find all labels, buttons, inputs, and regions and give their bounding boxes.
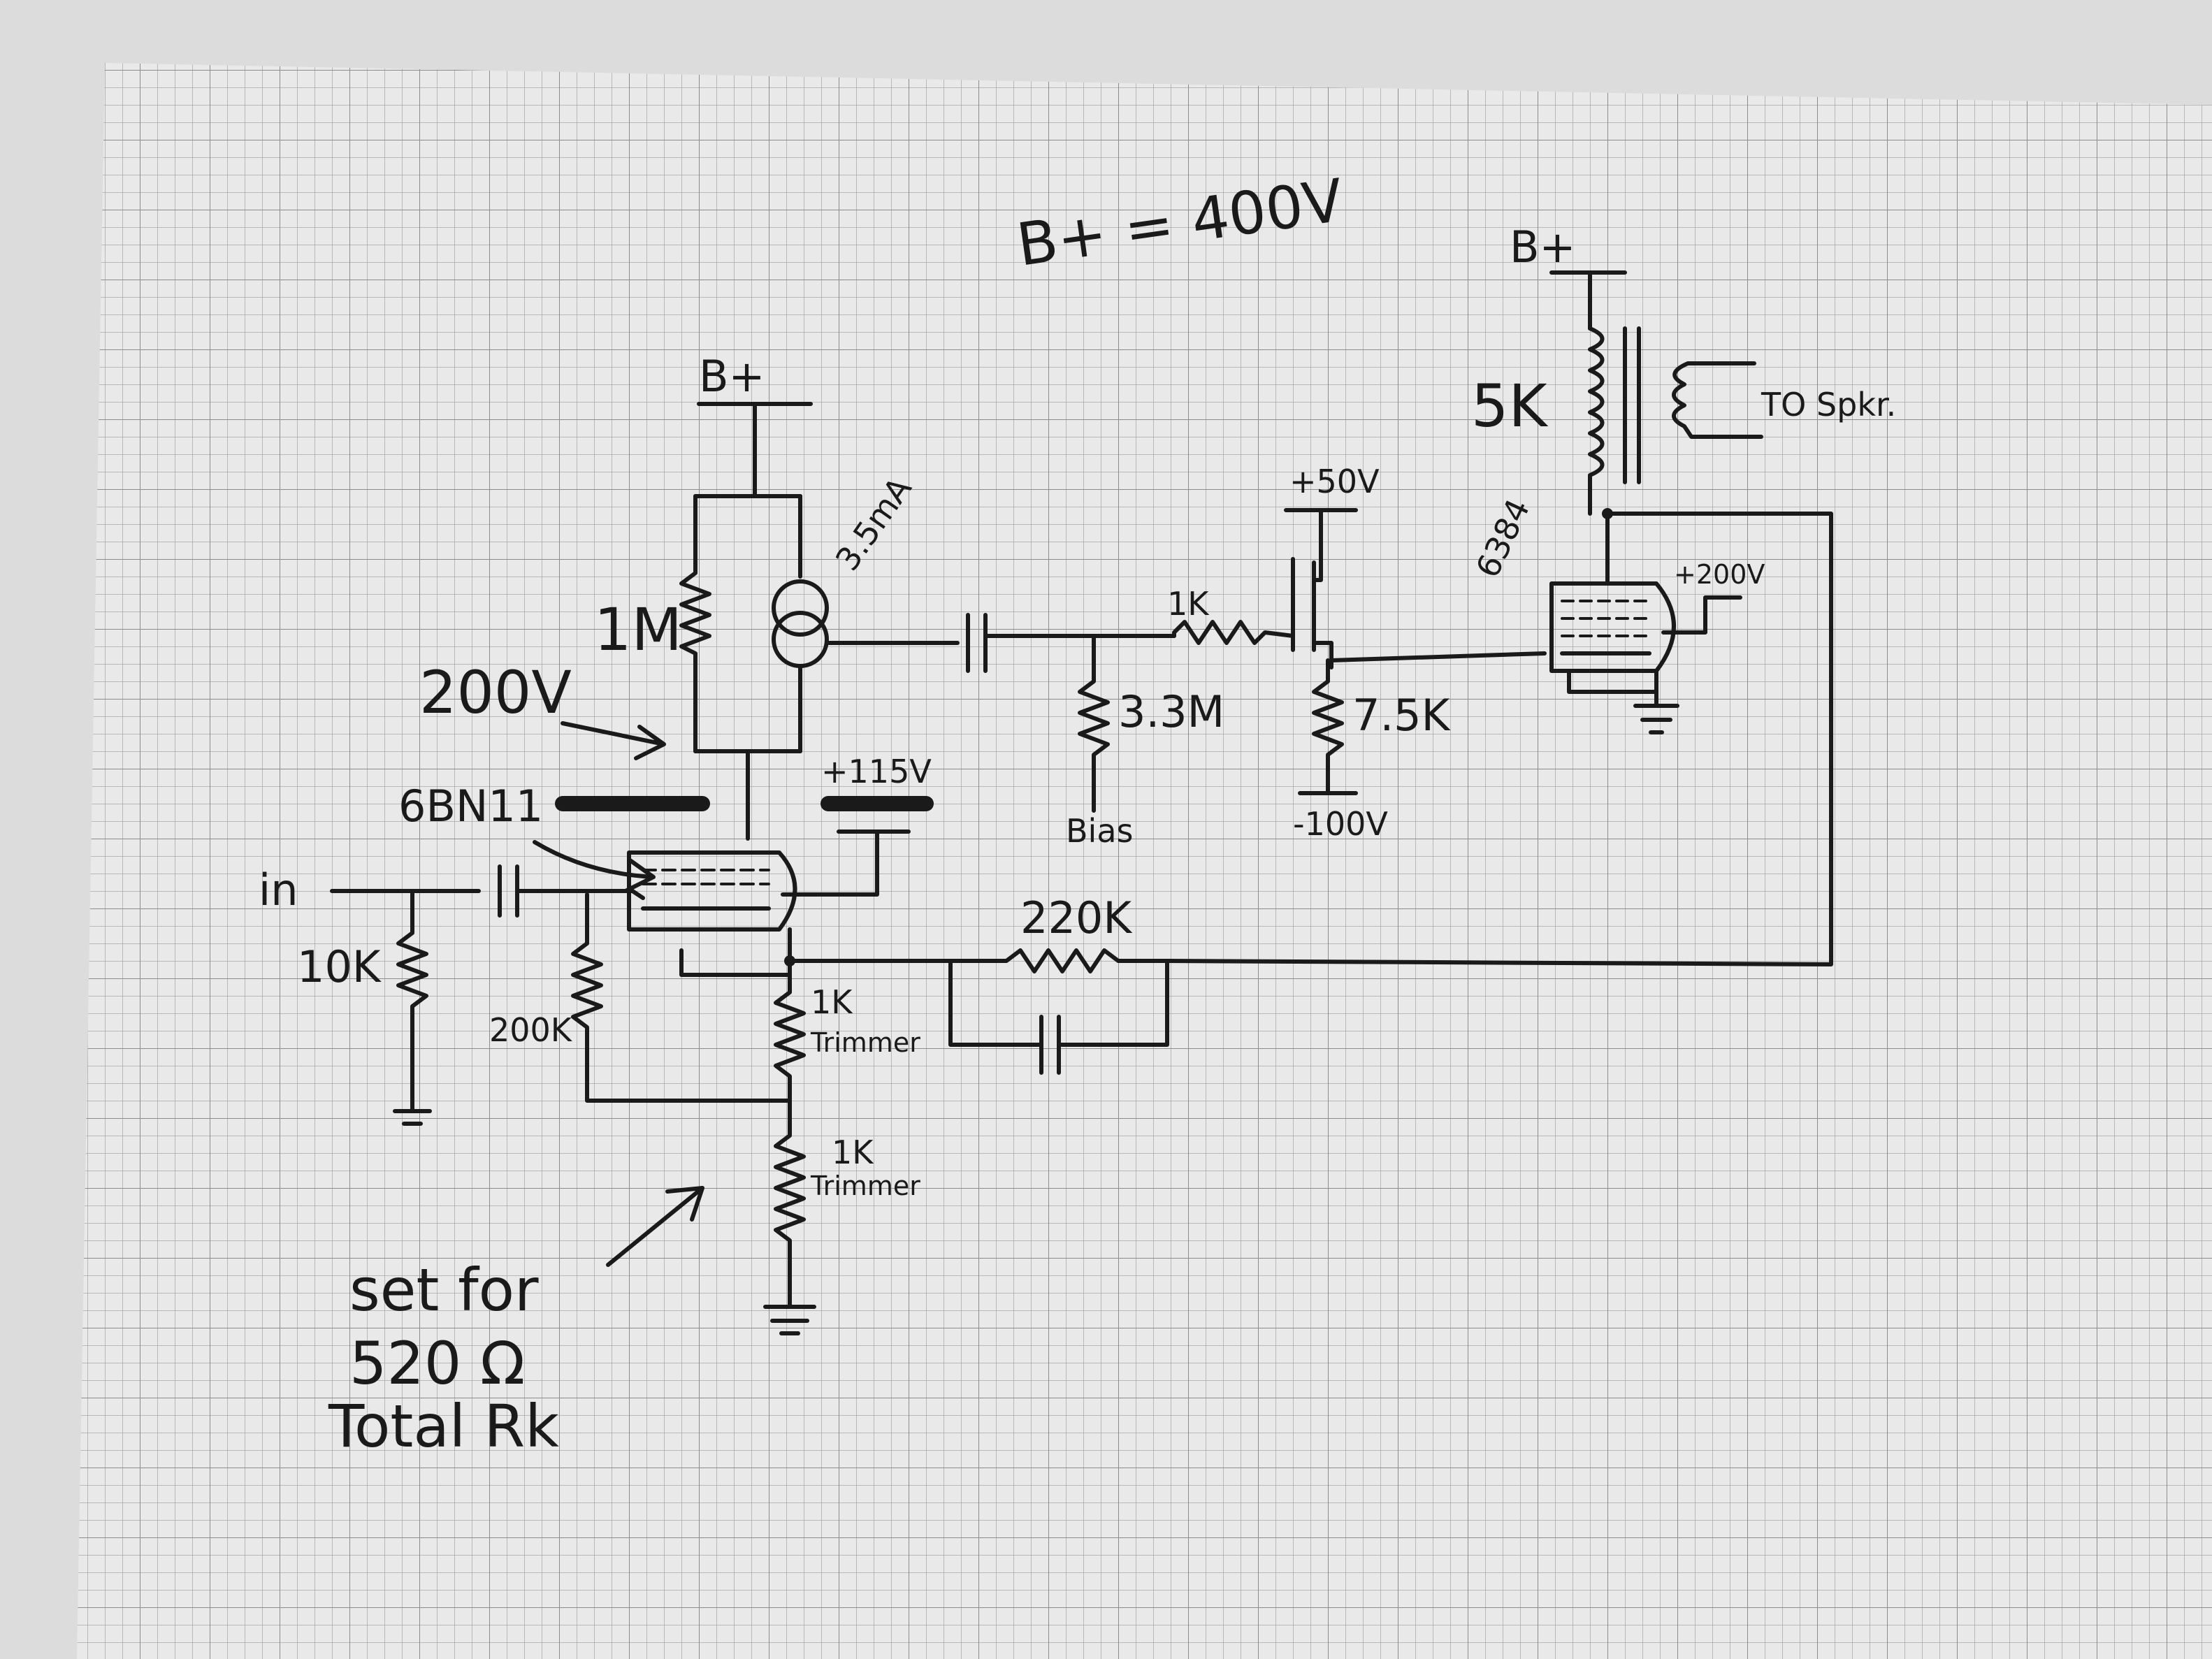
screen-supply-lead — [781, 830, 911, 897]
feedback-capacitor — [948, 959, 1169, 1075]
negative-supply-label: -100V — [1293, 805, 1388, 843]
ccs-circle-lower — [772, 611, 829, 668]
output-cathode-ground — [1633, 690, 1679, 734]
grid-resistor-200k — [571, 892, 792, 1103]
follower-source — [1312, 641, 1333, 669]
cathode-trimmer-1 — [774, 959, 806, 1103]
trimmer-2-sublabel: Trimmer — [810, 1171, 920, 1201]
grid-junction — [630, 889, 645, 900]
interstage — [826, 508, 1547, 813]
output-stage — [1549, 270, 1763, 734]
transformer-core — [1623, 326, 1641, 484]
bias-label: Bias — [1066, 812, 1134, 850]
cathode-trimmer-2 — [763, 1099, 816, 1335]
tube-input-label: 6BN11 — [398, 781, 543, 832]
trimmer-1-label: 1K — [811, 983, 853, 1021]
input-stage — [330, 402, 934, 1335]
note-line-1: set for — [349, 1256, 539, 1324]
input-resistor-label: 10K — [297, 941, 382, 992]
plate-resistor-1m — [679, 494, 711, 753]
tube-6bn11-grids — [642, 869, 770, 885]
note-arrow — [606, 1186, 704, 1267]
grid-leak-label: 3.3M — [1118, 686, 1224, 737]
bplus-right-label: B+ — [1510, 222, 1575, 273]
trimmer-1-sublabel: Trimmer — [810, 1027, 920, 1058]
ccs-circle-upper — [772, 579, 829, 637]
follower-load-7k5 — [1298, 658, 1358, 795]
bplus-right-rail — [1549, 270, 1627, 331]
trimmer-2-label: 1K — [832, 1133, 874, 1171]
interstage-coupling-cap — [826, 613, 1176, 673]
bplus-left-rail — [697, 402, 813, 498]
note-line-3: Total Rk — [328, 1392, 559, 1461]
grid-stopper-1k — [1172, 620, 1295, 645]
feedback-resistor-220k — [788, 512, 1833, 973]
tube-6384-heater — [1567, 669, 1658, 694]
feedback-network — [788, 512, 1833, 1075]
grid-stopper-label: 1K — [1167, 585, 1210, 623]
transformer-secondary — [1672, 361, 1763, 439]
bplus-left-label: B+ — [699, 351, 765, 402]
input-label: in — [259, 864, 298, 915]
speaker-label: TO Spkr. — [1761, 386, 1896, 423]
plate-voltage-arrow — [561, 721, 666, 760]
follower-fet — [1284, 508, 1358, 652]
plate-resistor-label: 1M — [594, 595, 682, 664]
tube-6384-grids — [1561, 600, 1651, 637]
output-screen-label: +200V — [1674, 559, 1765, 590]
output-screen-lead — [1661, 595, 1742, 635]
transformer-primary-label: 5K — [1471, 372, 1548, 440]
input-coupling-cap — [330, 864, 635, 918]
follower-supply-label: +50V — [1289, 463, 1380, 500]
input-resistor-10k — [393, 889, 432, 1126]
grid-leak-3m3 — [1078, 634, 1110, 813]
follower-load-label: 7.5K — [1352, 690, 1451, 741]
feedback-resistor-label: 220K — [1020, 892, 1132, 943]
screen-voltage-label: +115V — [821, 753, 932, 790]
labels: B+ = 400V B+ B+ 1M 3.5mA 200V +115V 6BN1… — [259, 166, 1896, 1461]
transformer-primary — [1588, 326, 1605, 516]
graph-paper-sheet — [77, 63, 2212, 1659]
grid-resistor-label: 200K — [489, 1011, 573, 1049]
plate-voltage-label: 200V — [419, 658, 572, 727]
note-line-2: 520 Ω — [349, 1329, 525, 1398]
follower-output-line — [1329, 651, 1547, 662]
tube-label-arrow — [533, 840, 656, 893]
